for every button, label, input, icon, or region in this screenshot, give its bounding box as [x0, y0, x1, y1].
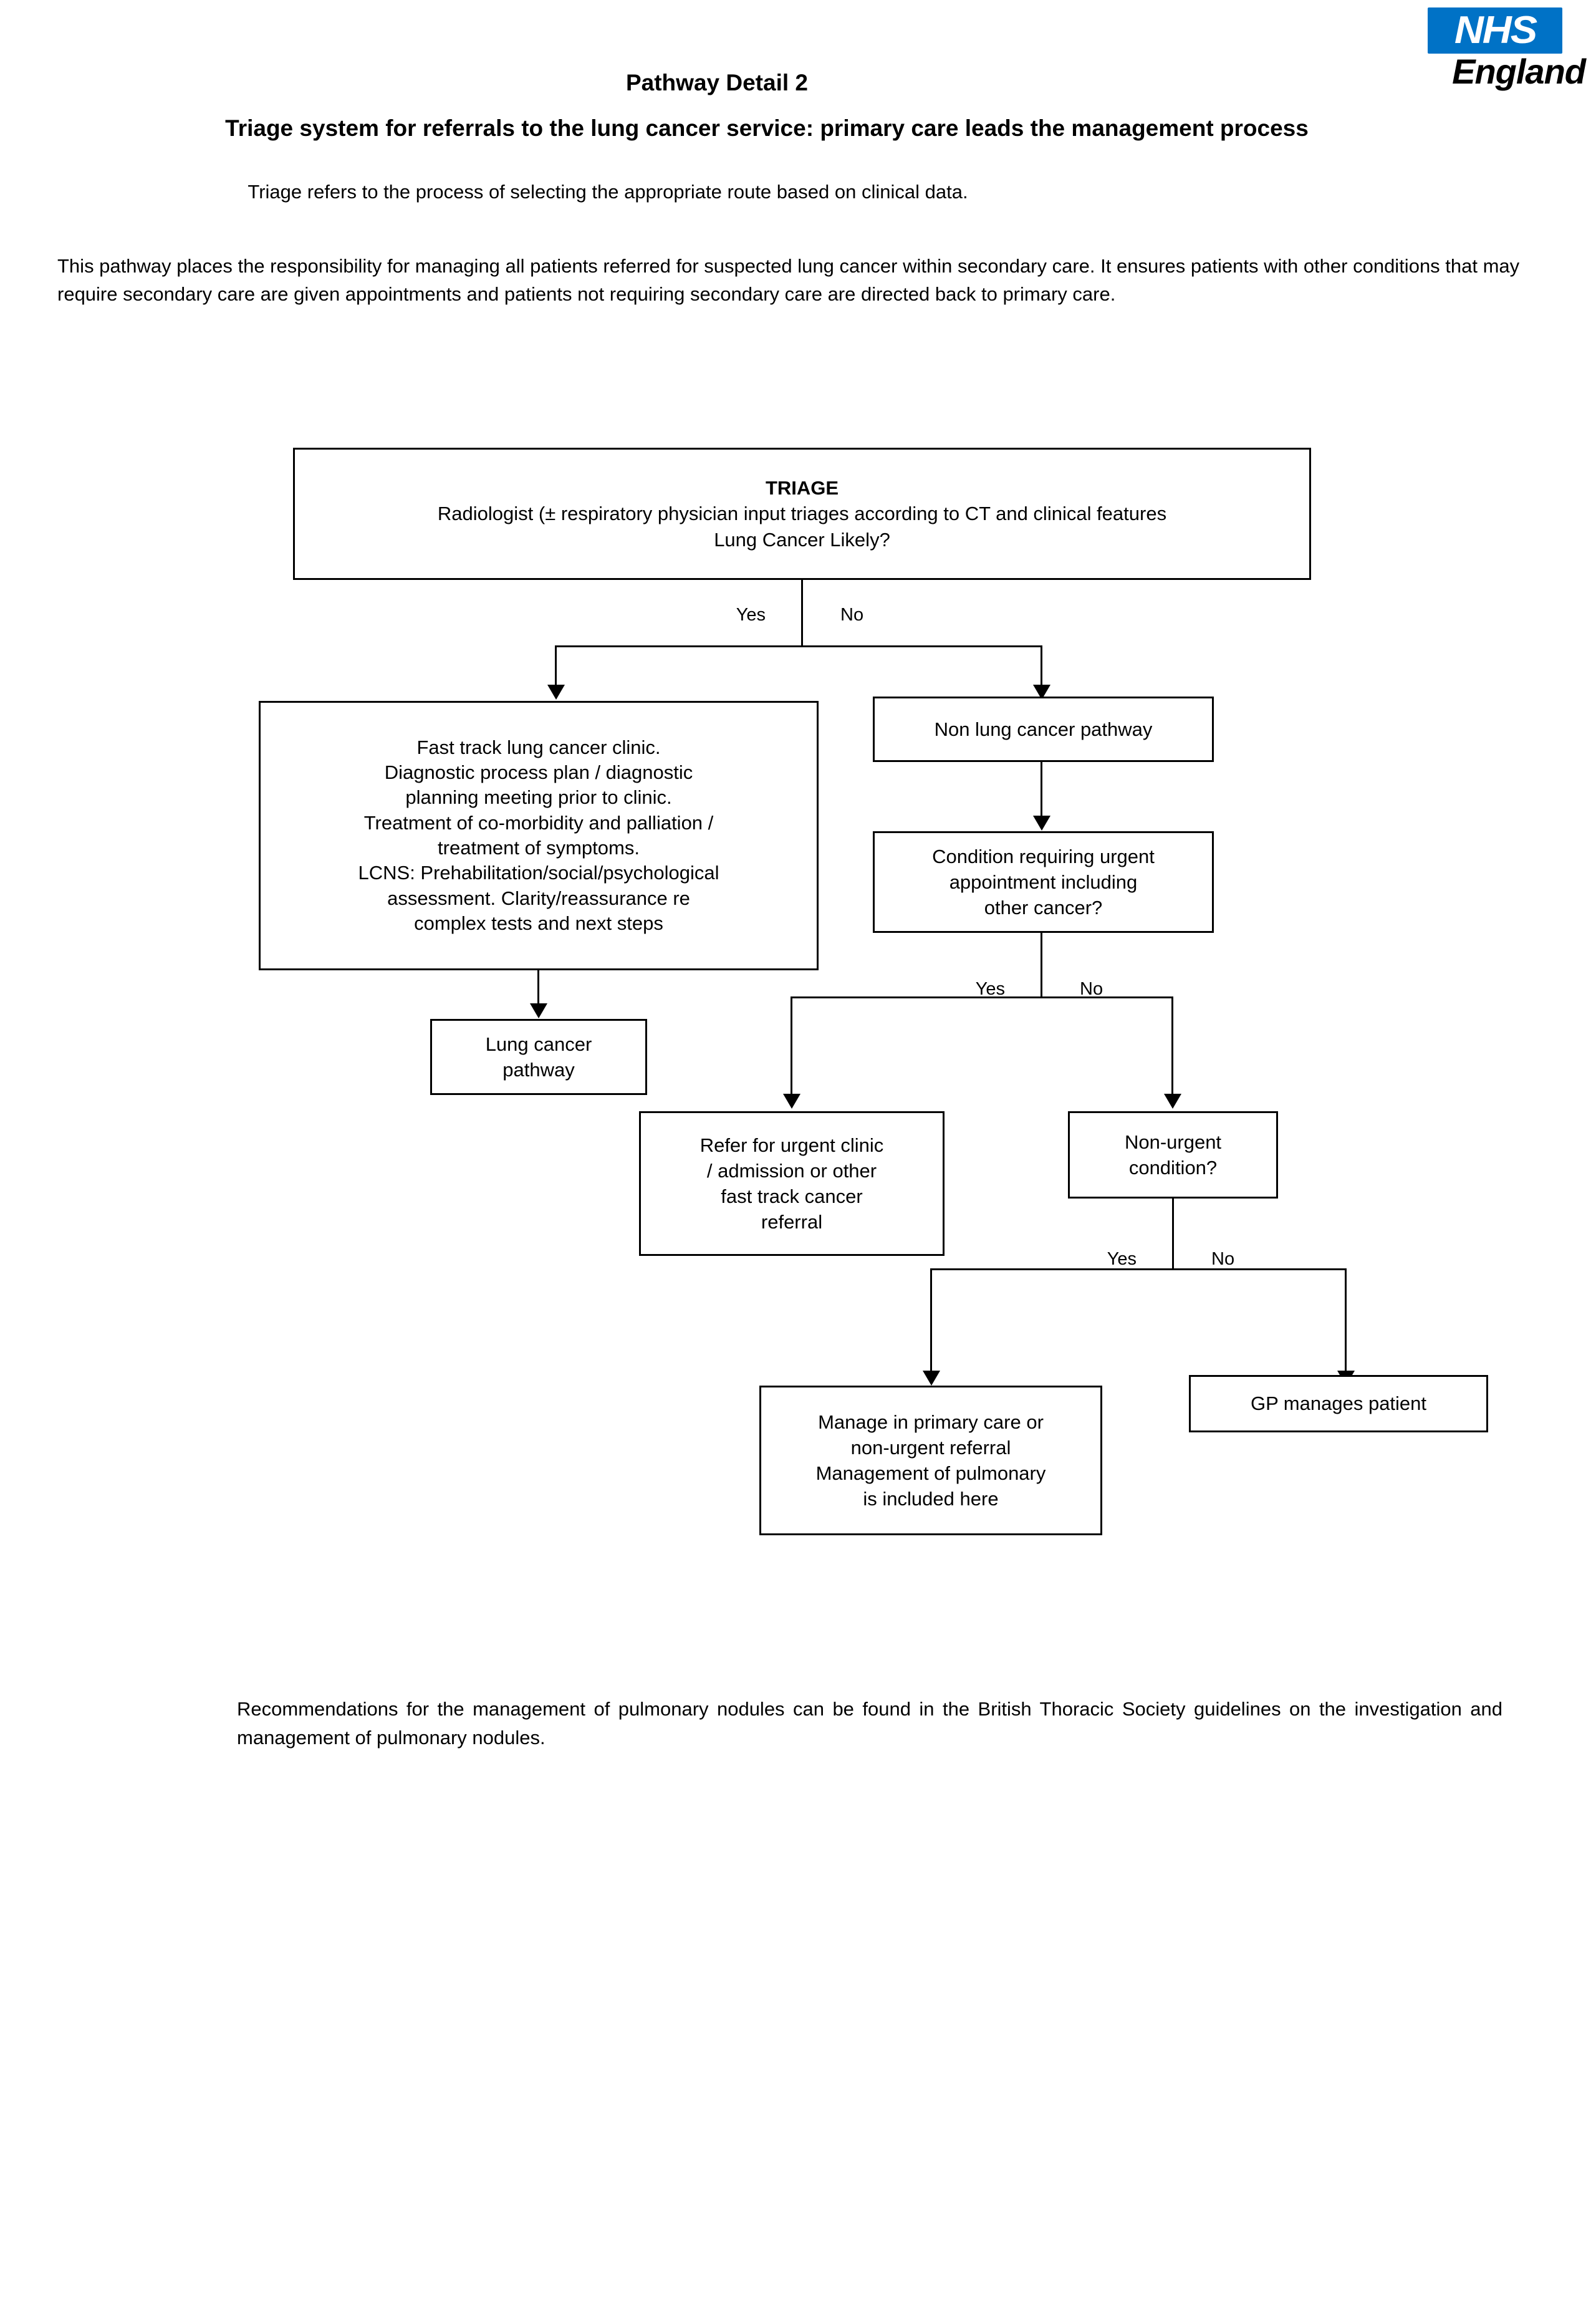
- connector-nonlung-to-condition: [1041, 762, 1042, 817]
- node-lung-cancer-pathway: Lung cancer pathway: [430, 1019, 647, 1095]
- node-fast-track-line2: Diagnostic process plan / diagnostic: [384, 761, 693, 784]
- nhs-logo-box: NHS: [1428, 7, 1562, 54]
- arrowhead-triage-yes: [547, 685, 565, 700]
- node-manage-line4: is included here: [863, 1488, 999, 1510]
- node-fast-track-clinic: Fast track lung cancer clinic. Diagnosti…: [259, 701, 819, 970]
- node-condition-line3: other cancer?: [984, 897, 1103, 919]
- nhs-logo-text: NHS: [1454, 9, 1537, 52]
- page-subtitle: Triage system for referrals to the lung …: [225, 115, 1309, 141]
- connector-condition-yes-drop: [791, 996, 792, 1095]
- node-triage-line1: Radiologist (± respiratory physician inp…: [437, 503, 1167, 525]
- footer-note: Recommendations for the management of pu…: [237, 1698, 1502, 1749]
- node-manage-line2: non-urgent referral: [850, 1436, 1011, 1459]
- node-nonurgent-line1: Non-urgent: [1124, 1131, 1222, 1153]
- connector-nonurgent-no-drop: [1345, 1268, 1347, 1372]
- node-refer-line1: Refer for urgent clinic: [699, 1134, 884, 1156]
- edge-label-condition-no: No: [1080, 979, 1103, 999]
- node-triage-title: TRIAGE: [765, 477, 839, 499]
- connector-triage-bar: [555, 645, 1042, 647]
- node-gp-line1: GP manages patient: [1250, 1392, 1427, 1415]
- connector-nonurgent-stem: [1172, 1199, 1174, 1268]
- arrowhead-condition-urgent: [1033, 816, 1050, 831]
- node-refer-line4: referral: [761, 1211, 823, 1233]
- node-condition-line1: Condition requiring urgent: [932, 845, 1155, 867]
- edge-label-triage-no: No: [840, 605, 864, 625]
- node-fast-track-line6: LCNS: Prehabilitation/social/psychologic…: [358, 862, 719, 884]
- england-logo-text: England: [1452, 52, 1586, 91]
- edge-label-nonurgent-no: No: [1211, 1249, 1235, 1269]
- node-fast-track-line1: Fast track lung cancer clinic.: [416, 736, 661, 758]
- node-fast-track-line4: Treatment of co-morbidity and palliation…: [363, 811, 714, 834]
- node-triage: TRIAGE Radiologist (± respiratory physic…: [293, 448, 1311, 580]
- node-nonurgent-line2: condition?: [1128, 1157, 1218, 1179]
- connector-condition-stem: [1041, 933, 1042, 996]
- connector-fasttrack-to-lungpathway: [537, 970, 539, 1005]
- intro-text: Triage refers to the process of selectin…: [248, 181, 968, 203]
- node-non-lung-line1: Non lung cancer pathway: [934, 718, 1153, 740]
- node-fast-track-line7: assessment. Clarity/reassurance re: [387, 887, 690, 909]
- node-fast-track-line8: complex tests and next steps: [414, 912, 663, 934]
- node-gp-manages-patient: GP manages patient: [1189, 1375, 1488, 1432]
- node-non-lung-cancer-pathway: Non lung cancer pathway: [873, 697, 1214, 762]
- node-refer-urgent-clinic: Refer for urgent clinic / admission or o…: [639, 1111, 945, 1256]
- edge-label-nonurgent-yes: Yes: [1107, 1249, 1137, 1269]
- node-refer-line3: fast track cancer: [721, 1185, 863, 1207]
- nhs-england-logo: NHS England: [1411, 5, 1586, 105]
- arrowhead-manage-primary: [923, 1371, 940, 1386]
- node-refer-line2: / admission or other: [706, 1159, 877, 1182]
- node-fast-track-line3: planning meeting prior to clinic.: [405, 786, 672, 809]
- connector-condition-no-drop: [1171, 996, 1173, 1095]
- node-manage-line1: Manage in primary care or: [818, 1411, 1044, 1433]
- node-non-urgent-condition: Non-urgent condition?: [1068, 1111, 1278, 1199]
- page-title: Pathway Detail 2: [625, 70, 808, 95]
- connector-nonurgent-yes-drop: [930, 1268, 932, 1372]
- connector-triage-stem: [801, 580, 803, 645]
- node-fast-track-line5: treatment of symptoms.: [438, 837, 640, 859]
- node-lung-pathway-line2: pathway: [502, 1059, 575, 1081]
- connector-triage-no-drop: [1041, 645, 1042, 686]
- arrowhead-lung-cancer-pathway: [530, 1003, 547, 1018]
- edge-label-condition-yes: Yes: [975, 979, 1005, 999]
- node-condition-line2: appointment including: [949, 871, 1138, 893]
- arrowhead-non-urgent-condition: [1164, 1094, 1181, 1109]
- body-paragraph: This pathway places the responsibility f…: [57, 255, 1520, 305]
- connector-nonurgent-bar: [930, 1268, 1347, 1270]
- node-condition-requiring-urgent: Condition requiring urgent appointment i…: [873, 831, 1214, 933]
- node-lung-pathway-line1: Lung cancer: [485, 1033, 592, 1055]
- connector-triage-yes-drop: [555, 645, 557, 686]
- node-triage-line2: Lung Cancer Likely?: [714, 528, 890, 551]
- arrowhead-refer-urgent: [783, 1094, 800, 1109]
- node-manage-line3: Management of pulmonary: [815, 1462, 1046, 1484]
- connector-condition-bar: [791, 996, 1173, 998]
- edge-label-triage-yes: Yes: [736, 605, 766, 625]
- node-manage-primary-care: Manage in primary care or non-urgent ref…: [759, 1386, 1102, 1535]
